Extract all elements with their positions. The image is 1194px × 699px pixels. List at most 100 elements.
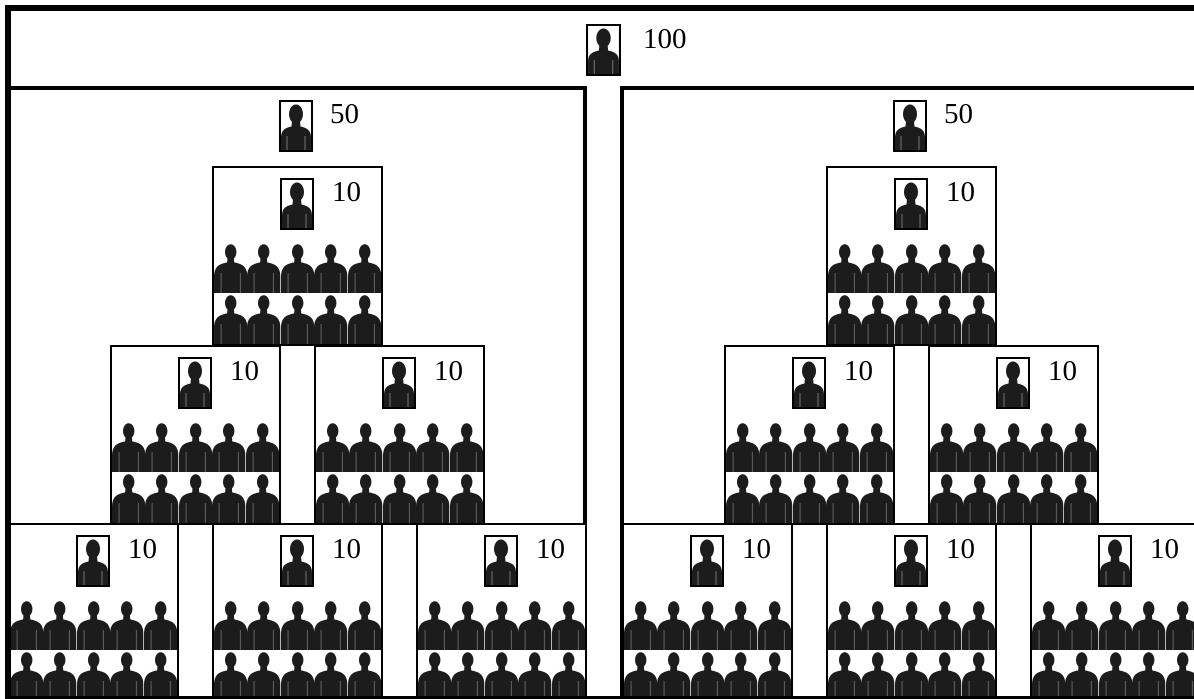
person-silhouette-icon xyxy=(112,473,146,523)
person-silhouette-icon xyxy=(828,600,862,650)
member-row xyxy=(316,473,483,523)
person-silhouette-icon xyxy=(245,473,279,523)
group-label: 50 xyxy=(330,98,359,130)
person-silhouette-icon xyxy=(961,651,995,697)
leader-portrait-icon xyxy=(279,100,313,152)
person-silhouette-icon xyxy=(757,651,791,697)
leader-portrait-icon xyxy=(894,178,928,230)
unit-label: 10 xyxy=(844,355,873,387)
person-silhouette-icon xyxy=(10,651,44,697)
person-silhouette-icon xyxy=(961,294,995,344)
person-silhouette-icon xyxy=(1098,600,1133,650)
person-silhouette-icon xyxy=(894,651,929,697)
person-silhouette-icon xyxy=(861,294,895,344)
person-silhouette-icon xyxy=(451,651,485,697)
person-silhouette-icon xyxy=(826,422,860,472)
person-silhouette-icon xyxy=(859,473,893,523)
person-silhouette-icon xyxy=(247,243,281,293)
person-silhouette-icon xyxy=(828,294,862,344)
person-silhouette-icon xyxy=(484,600,519,650)
person-silhouette-icon xyxy=(930,473,964,523)
person-silhouette-icon xyxy=(145,422,179,472)
person-silhouette-icon xyxy=(347,600,381,650)
person-silhouette-icon xyxy=(861,651,895,697)
person-silhouette-icon xyxy=(247,600,281,650)
leader-portrait-icon xyxy=(382,357,416,409)
person-silhouette-icon xyxy=(143,651,177,697)
unit-box: 10 xyxy=(314,345,485,525)
person-silhouette-icon xyxy=(178,473,213,523)
person-silhouette-icon xyxy=(76,600,111,650)
person-silhouette-icon xyxy=(551,651,585,697)
member-row xyxy=(930,422,1097,472)
member-row xyxy=(214,600,381,650)
unit-label: 10 xyxy=(128,533,157,565)
member-row xyxy=(10,600,177,650)
person-silhouette-icon xyxy=(961,243,995,293)
person-silhouette-icon xyxy=(178,422,213,472)
unit-label: 10 xyxy=(946,533,975,565)
person-silhouette-icon xyxy=(963,473,997,523)
person-silhouette-icon xyxy=(1063,473,1097,523)
person-silhouette-icon xyxy=(1065,651,1099,697)
person-silhouette-icon xyxy=(690,600,725,650)
leader-portrait-icon xyxy=(484,535,518,587)
unit-box: 10 xyxy=(928,345,1099,525)
person-silhouette-icon xyxy=(1165,600,1194,650)
person-silhouette-icon xyxy=(382,422,417,472)
member-row xyxy=(214,651,381,697)
person-silhouette-icon xyxy=(347,294,381,344)
member-row xyxy=(828,651,995,697)
person-silhouette-icon xyxy=(928,600,962,650)
person-silhouette-icon xyxy=(314,600,348,650)
person-silhouette-icon xyxy=(347,651,381,697)
person-silhouette-icon xyxy=(859,422,893,472)
person-silhouette-icon xyxy=(930,422,964,472)
unit-label: 10 xyxy=(1048,355,1077,387)
unit-box: 10 xyxy=(416,523,587,699)
person-silhouette-icon xyxy=(996,473,1031,523)
person-silhouette-icon xyxy=(316,473,350,523)
top-command-label: 100 xyxy=(643,23,687,55)
top-command-header: 100 xyxy=(11,11,1194,86)
leader-portrait-icon xyxy=(280,178,314,230)
person-silhouette-icon xyxy=(1030,473,1064,523)
person-silhouette-icon xyxy=(280,600,315,650)
person-silhouette-icon xyxy=(416,422,450,472)
member-row xyxy=(214,243,381,293)
person-silhouette-icon xyxy=(861,600,895,650)
person-silhouette-icon xyxy=(759,473,793,523)
person-silhouette-icon xyxy=(451,600,485,650)
unit-box: 10 xyxy=(212,166,383,346)
person-silhouette-icon xyxy=(314,651,348,697)
person-silhouette-icon xyxy=(316,422,350,472)
unit-box: 10 xyxy=(8,523,179,699)
person-silhouette-icon xyxy=(112,422,146,472)
member-row xyxy=(112,422,279,472)
member-row xyxy=(726,422,893,472)
member-row xyxy=(1032,600,1194,650)
person-silhouette-icon xyxy=(110,600,144,650)
leader-portrait-icon xyxy=(792,357,826,409)
person-silhouette-icon xyxy=(1165,651,1194,697)
person-silhouette-icon xyxy=(759,422,793,472)
person-silhouette-icon xyxy=(484,651,519,697)
person-silhouette-icon xyxy=(214,651,248,697)
person-silhouette-icon xyxy=(928,243,962,293)
member-row xyxy=(624,651,791,697)
person-silhouette-icon xyxy=(247,651,281,697)
person-silhouette-icon xyxy=(280,243,315,293)
person-silhouette-icon xyxy=(690,651,725,697)
person-silhouette-icon xyxy=(145,473,179,523)
leader-portrait-icon xyxy=(893,100,927,152)
unit-label: 10 xyxy=(230,355,259,387)
member-row xyxy=(316,422,483,472)
person-silhouette-icon xyxy=(894,600,929,650)
person-silhouette-icon xyxy=(1098,651,1133,697)
person-silhouette-icon xyxy=(349,473,383,523)
person-silhouette-icon xyxy=(726,422,760,472)
leader-portrait-icon xyxy=(996,357,1030,409)
leader-portrait-icon xyxy=(280,535,314,587)
unit-label: 10 xyxy=(332,533,361,565)
